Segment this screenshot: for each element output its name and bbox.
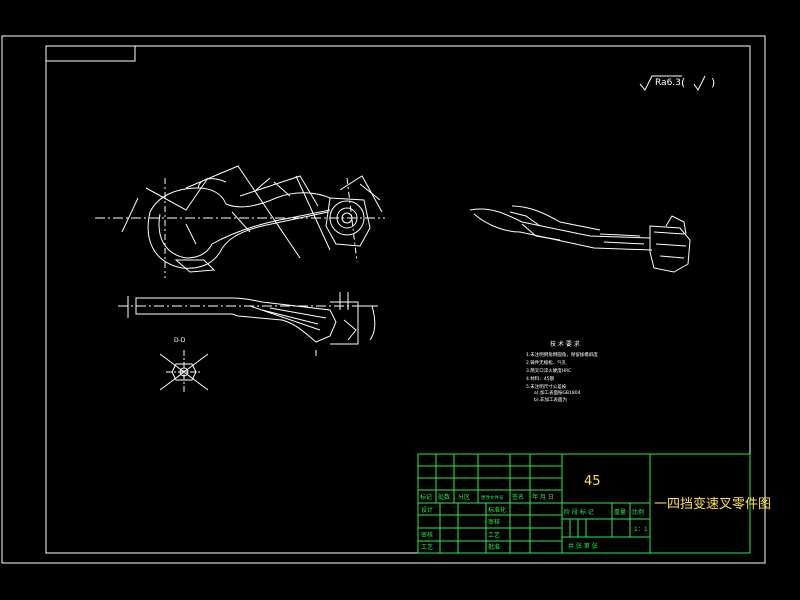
svg-text:批准: 批准: [488, 543, 500, 551]
svg-text:设计: 设计: [421, 506, 433, 514]
shift-fork-front-view: [95, 165, 385, 278]
shift-fork-top-view: [118, 292, 378, 356]
section-d-d-view: D-D: [159, 337, 209, 392]
svg-text:年 月 日: 年 月 日: [532, 493, 554, 501]
svg-text:标准化: 标准化: [488, 506, 506, 514]
tech-note-5: 5.未注明尺寸公差按: [526, 383, 567, 390]
technical-requirements: 技 术 要 求 1.未注明倒角倒圆角，保留拔模斜度 2.铸件无缩松、气孔 3.两…: [526, 340, 598, 403]
tech-notes-title: 技 术 要 求: [550, 340, 580, 348]
svg-text:更改文件号: 更改文件号: [481, 494, 504, 501]
tech-note-5a: a).加工表面按GB1804: [534, 389, 581, 396]
svg-text:比例: 比例: [632, 508, 644, 516]
surface-roughness-symbol: Ra6.3 ( ): [639, 75, 715, 91]
tech-note-4: 4.材料：45钢: [526, 375, 555, 382]
tech-note-2: 2.铸件无缩松、气孔: [526, 359, 567, 366]
check-mark-icon: [693, 75, 706, 91]
svg-text:D-D: D-D: [174, 337, 186, 344]
tech-note-5b: b).非加工表面为: [534, 396, 568, 403]
svg-text:分区: 分区: [458, 493, 470, 501]
tech-note-3: 3.两叉口淬火硬度HRC: [526, 367, 571, 374]
svg-text:审核: 审核: [488, 518, 500, 526]
svg-text:审核: 审核: [421, 531, 433, 539]
drawing-name: 一四挡变速叉零件图: [654, 496, 771, 512]
svg-text:标记: 标记: [420, 493, 432, 501]
svg-text:): ): [711, 76, 715, 89]
svg-text:重量: 重量: [614, 508, 626, 516]
svg-text:(: (: [681, 76, 685, 89]
svg-text:工艺: 工艺: [488, 531, 500, 539]
svg-text:处数: 处数: [438, 493, 450, 501]
shift-fork-isometric-view: [469, 205, 691, 273]
sheet-frame: [1, 35, 766, 564]
svg-text:阶 段 标 记: 阶 段 标 记: [564, 508, 594, 516]
svg-text:签名: 签名: [512, 493, 524, 501]
scale-value: 1：1: [634, 526, 648, 533]
svg-text:Ra6.3: Ra6.3: [655, 78, 681, 88]
svg-text:共 张 第 张: 共 张 第 张: [568, 542, 598, 550]
title-block: 45 一四挡变速叉零件图 标记 处数 分区 更改文件号 签名 年 月 日 设计 …: [417, 453, 771, 554]
svg-text:工艺: 工艺: [421, 543, 433, 551]
material-field: 45: [584, 474, 601, 489]
tech-note-1: 1.未注明倒角倒圆角，保留拔模斜度: [526, 351, 598, 358]
drawing-code-box: [45, 45, 136, 62]
